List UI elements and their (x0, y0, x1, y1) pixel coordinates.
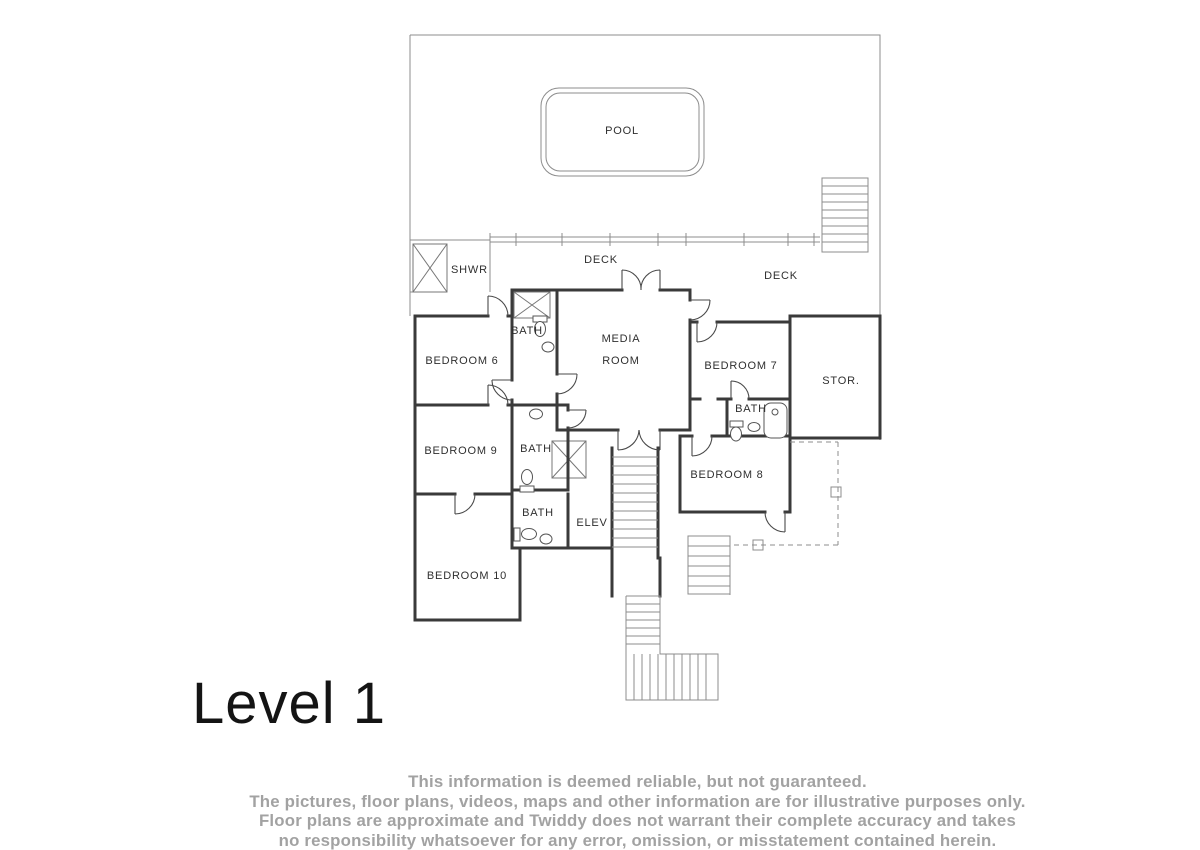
room-label-deck-left: DECK (584, 254, 618, 266)
room-label-bath10: BATH (522, 507, 554, 519)
disclaimer-line: The pictures, floor plans, videos, maps … (249, 791, 1026, 811)
door-swings (454, 269, 786, 533)
stairs-landing (687, 535, 731, 595)
room-label-bedroom6: BEDROOM 6 (425, 355, 498, 367)
room-label-deck-right: DECK (764, 270, 798, 282)
room-labels: POOL DECK DECK SHWR BATH MEDIA ROOM BEDR… (424, 125, 859, 582)
deck-railing (489, 233, 820, 246)
pool-shape (540, 87, 705, 177)
room-label-bath78: BATH (735, 403, 767, 415)
shower-hatch-bath6 (513, 291, 551, 319)
deck-post (830, 486, 842, 498)
sink-icon (539, 533, 553, 545)
stairs-top-right (821, 177, 869, 253)
toilet-icon (513, 527, 537, 542)
sink-icon (529, 408, 543, 420)
stairs-bottom (625, 595, 719, 701)
house-walls (413, 288, 882, 622)
sink-icon (541, 341, 555, 353)
room-label-bedroom7: BEDROOM 7 (704, 360, 777, 372)
room-label-pool: POOL (605, 125, 639, 137)
toilet-icon (519, 469, 535, 493)
disclaimer-line: This information is deemed reliable, but… (408, 772, 867, 791)
disclaimer: This information is deemed reliable, but… (150, 772, 1125, 850)
pool-deck-outline (409, 34, 881, 440)
toilet-icon (729, 420, 744, 442)
disclaimer-line: Floor plans are approximate and Twiddy d… (258, 811, 1016, 830)
room-label-bedroom9: BEDROOM 9 (424, 445, 497, 457)
room-label-bath9: BATH (520, 443, 552, 455)
sink-icon (747, 422, 761, 432)
shower-hatch-shwr (412, 243, 448, 293)
deck-dashed-outline (729, 441, 842, 596)
room-label-bath6: BATH (511, 325, 543, 337)
room-label-stor: STOR. (822, 375, 859, 387)
toilet-icon (532, 315, 548, 337)
room-label-bedroom10: BEDROOM 10 (427, 570, 507, 582)
room-label-bedroom8: BEDROOM 8 (690, 469, 763, 481)
room-label-media-line1: MEDIA (602, 333, 641, 345)
level-title: Level 1 (192, 671, 387, 736)
room-label-media-line2: ROOM (602, 355, 639, 367)
deck-post (752, 539, 764, 551)
room-label-shwr: SHWR (451, 264, 488, 276)
bathtub-icon (763, 402, 788, 439)
fixtures (513, 315, 788, 545)
stairs-center (612, 456, 658, 548)
disclaimer-line: no responsibility whatsoever for any err… (278, 830, 997, 850)
room-label-elev: ELEV (576, 517, 607, 529)
